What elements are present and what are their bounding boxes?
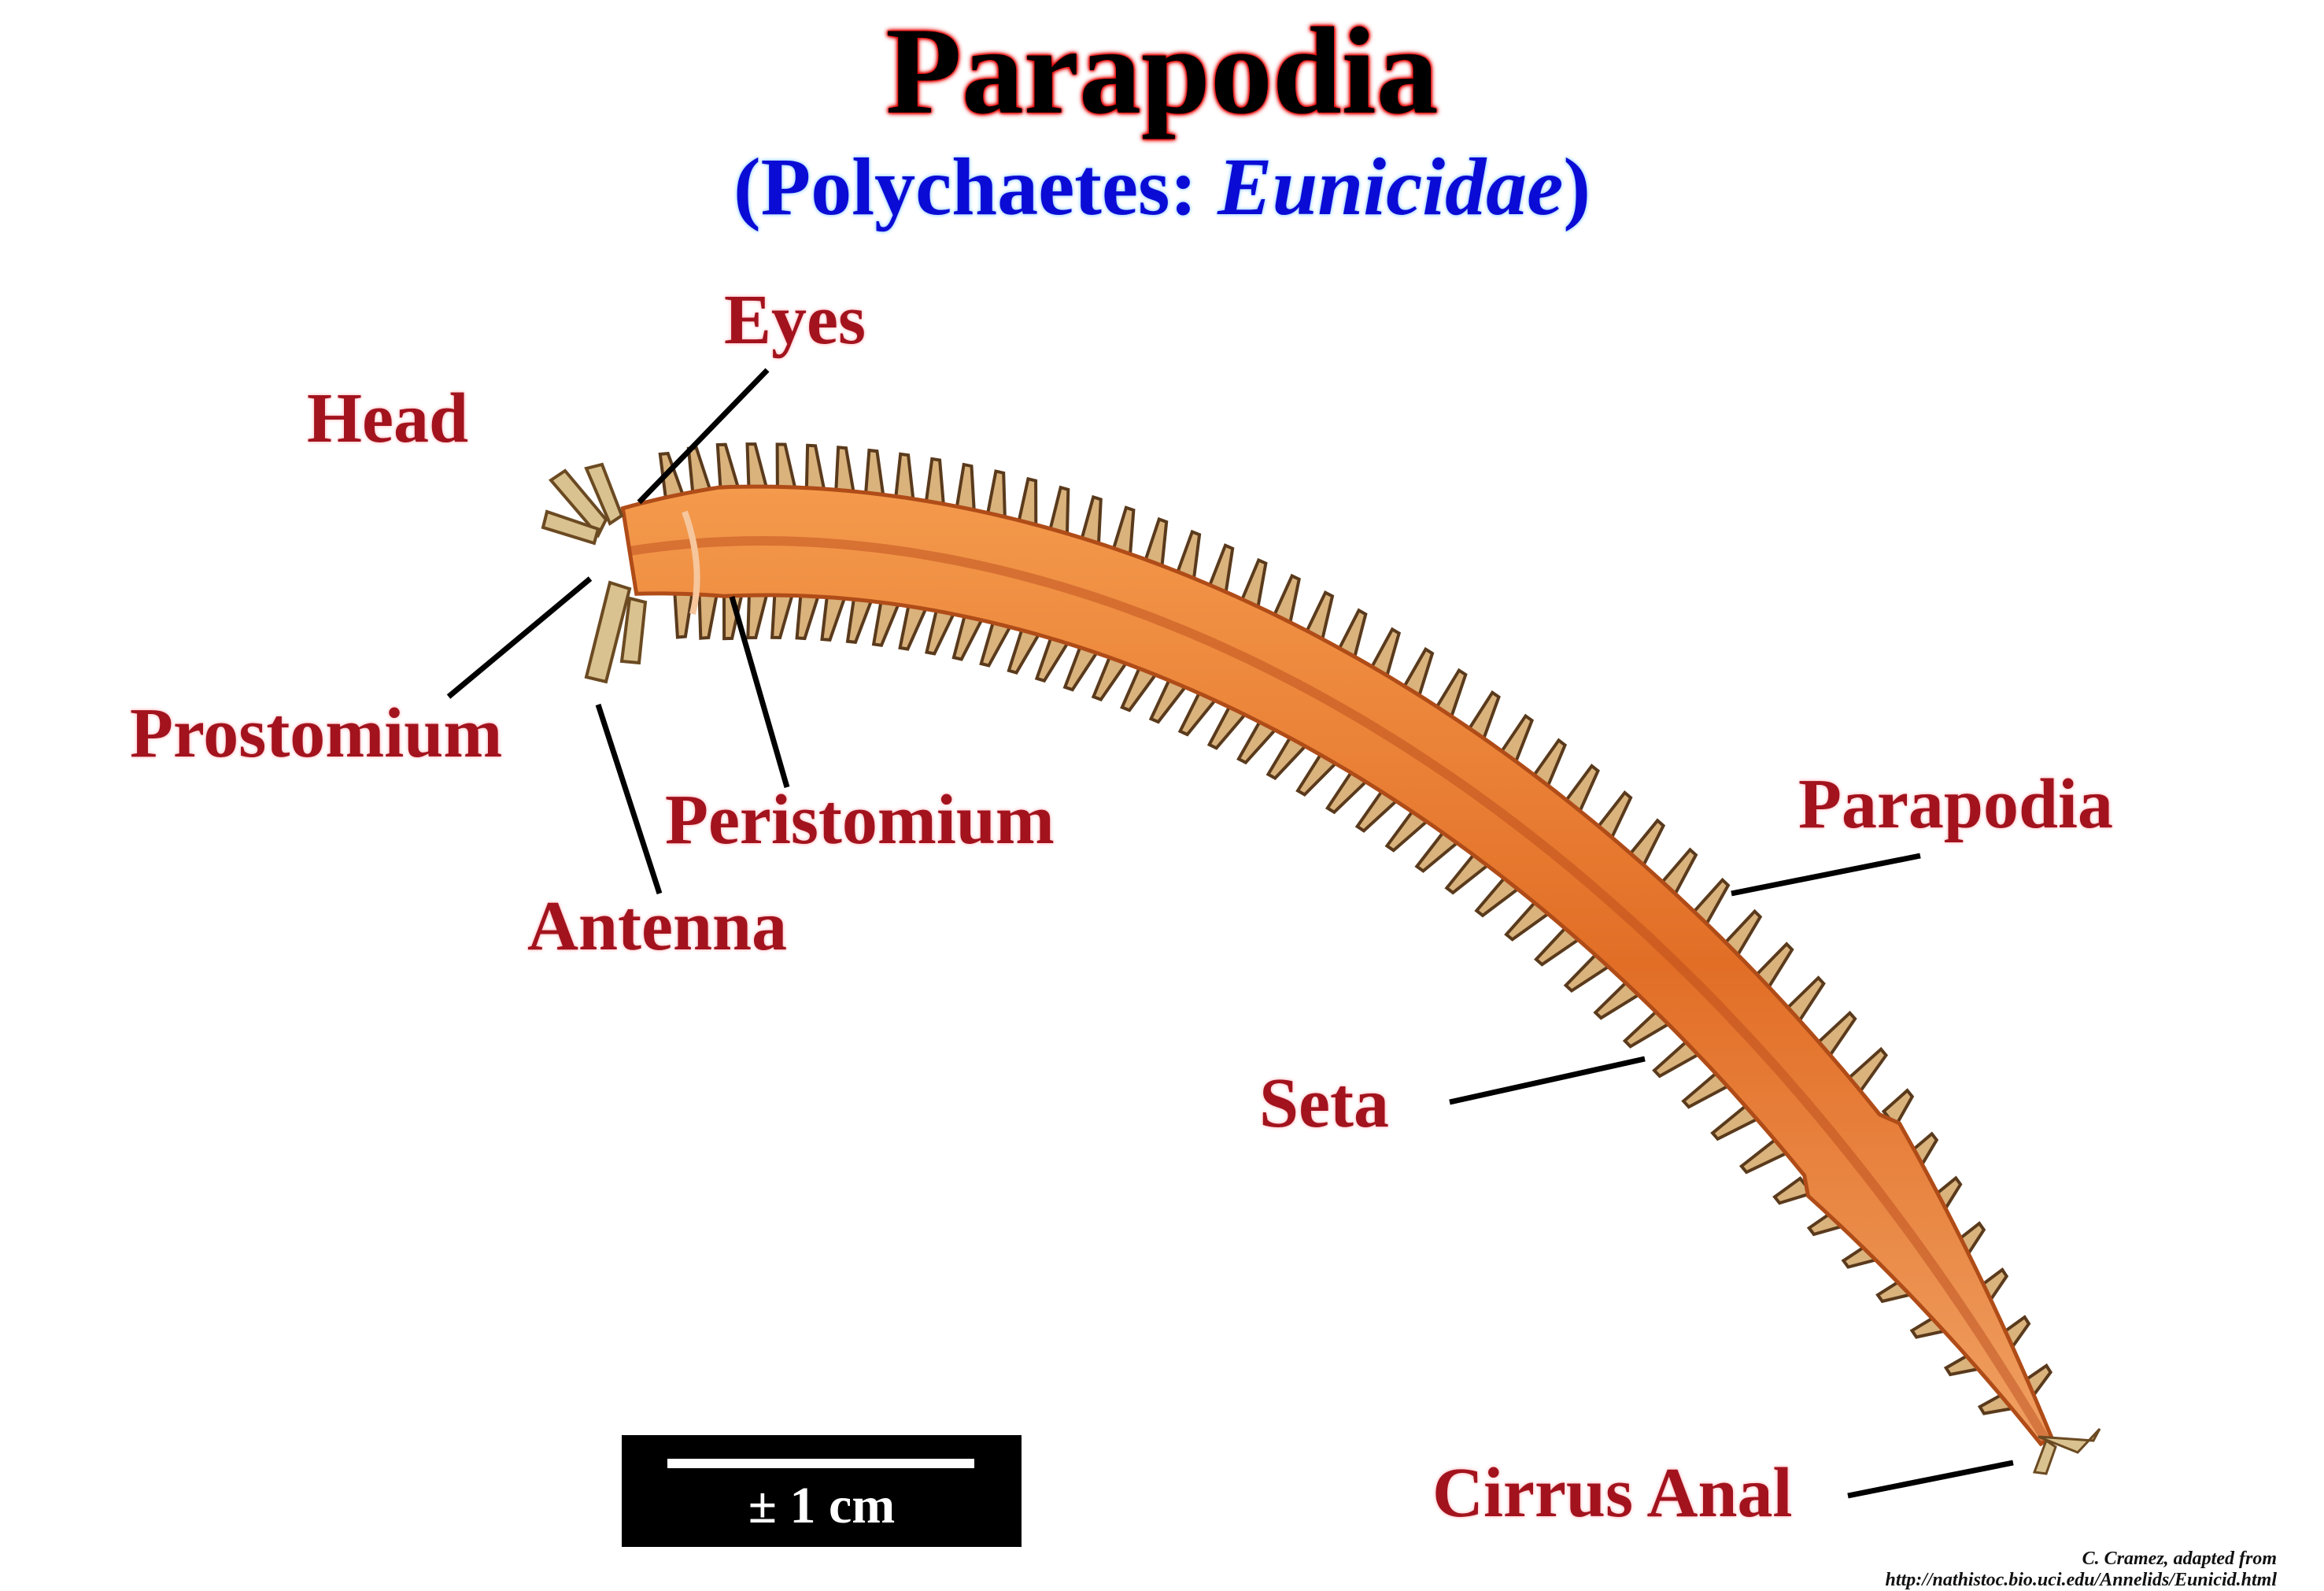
antenna-upper-2 (584, 462, 624, 526)
label-seta: Seta (1259, 1064, 1389, 1142)
image-credit: C. Cramez, adapted from http://nathistoc… (1886, 1548, 2277, 1591)
label-eyes: Eyes (724, 281, 866, 359)
antenna-lower (584, 580, 632, 684)
subtitle-suffix: ) (1563, 142, 1591, 232)
label-head: Head (307, 379, 469, 457)
leader-parapodia (1731, 853, 1921, 897)
leader-cirrus-anal (1847, 1460, 2014, 1499)
anal-cirri (2032, 1427, 2101, 1475)
worm-body (620, 484, 2055, 1447)
antenna-upper (549, 468, 608, 538)
leader-eyes (637, 368, 770, 505)
peristomium-ring (682, 510, 700, 615)
label-prostomium: Prostomium (130, 694, 503, 772)
label-peristomium: Peristomium (665, 781, 1055, 859)
page-title: Parapodia (885, 2, 1439, 140)
leader-seta (1449, 1056, 1646, 1105)
leader-peristomium (729, 596, 790, 788)
leader-prostomium (446, 576, 593, 699)
scale-label: ± 1 cm (748, 1477, 896, 1534)
head-appendages (541, 462, 648, 684)
scale-rule (667, 1459, 974, 1468)
label-cirrus-anal: Cirrus Anal (1432, 1454, 1793, 1532)
antenna-lower-2 (619, 596, 648, 665)
worm-midline (629, 535, 2051, 1444)
label-antenna: Antenna (527, 887, 788, 965)
label-parapodia: Parapodia (1798, 765, 2114, 843)
leader-antenna (595, 703, 663, 895)
subtitle-prefix: (Polychaetes: (733, 142, 1218, 232)
subtitle-taxon: Eunicidae (1217, 142, 1564, 232)
worm-illustration (541, 442, 2101, 1475)
page-subtitle: (Polychaetes: Eunicidae) (0, 140, 2324, 234)
credit-line-1: C. Cramez, adapted from (2082, 1548, 2277, 1569)
scale-bar: ± 1 cm (622, 1435, 1022, 1547)
palp (541, 509, 600, 546)
